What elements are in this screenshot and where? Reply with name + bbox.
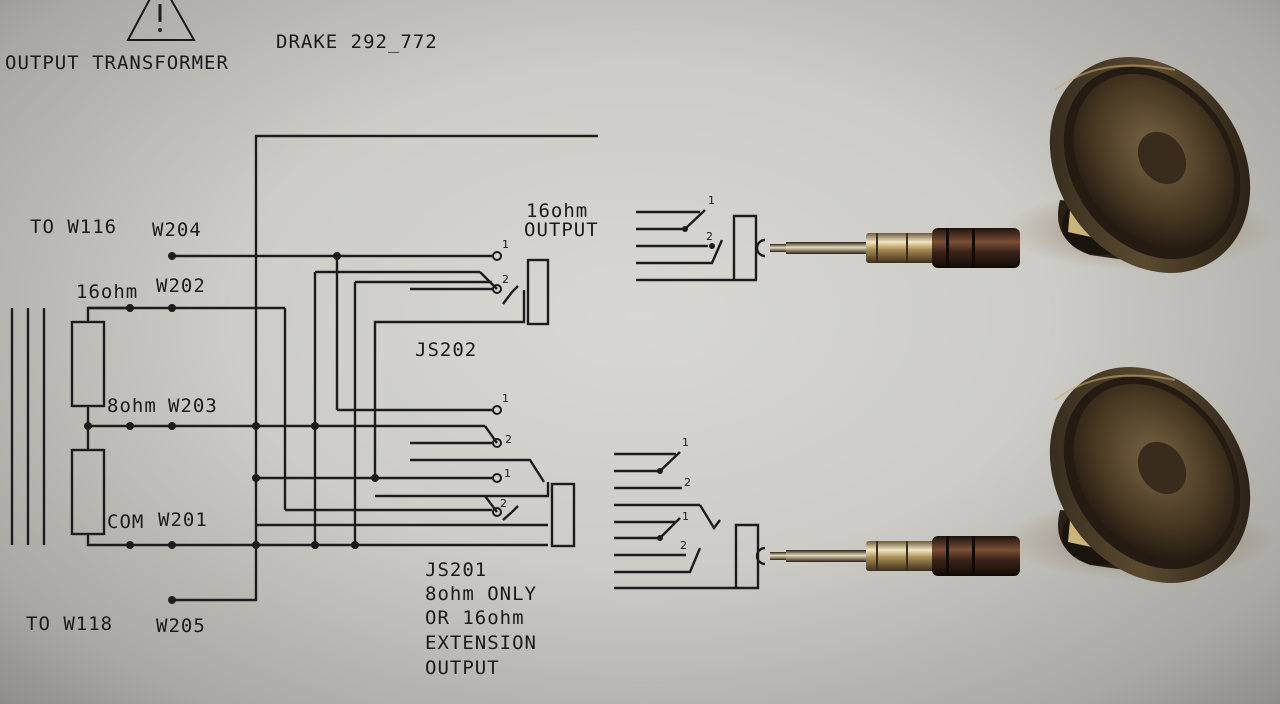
upper-jack-pin2-label: 2 — [706, 230, 713, 243]
speaker-upper — [1004, 17, 1280, 313]
label-16ohm-tap: 16ohm — [76, 281, 138, 303]
lower-jack-pin1a-label: 1 — [682, 436, 689, 449]
label-w205: W205 — [156, 615, 206, 637]
speaker-lower — [1004, 327, 1280, 623]
quarter-inch-plug-upper — [755, 226, 1022, 270]
js201-pin1b-label: 1 — [504, 467, 511, 480]
js202-pin2-label: 2 — [502, 273, 509, 286]
js202-label: JS202 — [415, 339, 477, 361]
label-to-w118: TO W118 — [26, 613, 113, 635]
transformer-model: DRAKE 292_772 — [276, 31, 438, 53]
transformer-winding — [70, 306, 130, 547]
js201-pin2b-label: 2 — [500, 497, 507, 510]
js201-label: JS201 — [425, 559, 487, 581]
js201-note-line2: OR 16ohm — [425, 607, 525, 629]
label-com: COM — [107, 511, 144, 533]
js201-pin2a-label: 2 — [505, 433, 512, 446]
output-16ohm-label-line2: OUTPUT — [524, 219, 599, 241]
label-to-w116: TO W116 — [30, 216, 117, 238]
label-8ohm-tap: 8ohm — [107, 395, 157, 417]
lower-jack-pin2a-label: 2 — [684, 476, 691, 489]
lower-jack-pin2b-label: 2 — [680, 539, 687, 552]
label-w204: W204 — [152, 219, 202, 241]
lower-jack-pin1b-label: 1 — [682, 510, 689, 523]
js201-note-line1: 8ohm ONLY — [425, 583, 537, 605]
wiring — [88, 134, 598, 602]
output-16ohm-label-line1: 16ohm — [526, 200, 588, 222]
junction-dots — [84, 252, 379, 604]
label-w203: W203 — [168, 395, 218, 417]
jack-js202: 1 2 — [410, 238, 550, 326]
output-jack-lower: 1 2 1 2 — [614, 436, 760, 590]
output-jack-upper: 1 2 — [636, 194, 758, 282]
js202-pin1-label: 1 — [502, 238, 509, 251]
warning-triangle-icon — [126, 0, 196, 41]
upper-jack-pin1-label: 1 — [708, 194, 715, 207]
label-w202: W202 — [156, 275, 206, 297]
js201-pin1a-label: 1 — [502, 392, 509, 405]
label-w201: W201 — [158, 509, 208, 531]
js201-note-line3: EXTENSION — [425, 632, 537, 654]
jack-js201: 1 2 1 2 — [410, 392, 576, 548]
js201-note-line4: OUTPUT — [425, 657, 500, 679]
transformer-label: OUTPUT TRANSFORMER — [5, 52, 229, 74]
quarter-inch-plug-lower — [755, 534, 1022, 578]
transformer-core — [10, 308, 46, 545]
